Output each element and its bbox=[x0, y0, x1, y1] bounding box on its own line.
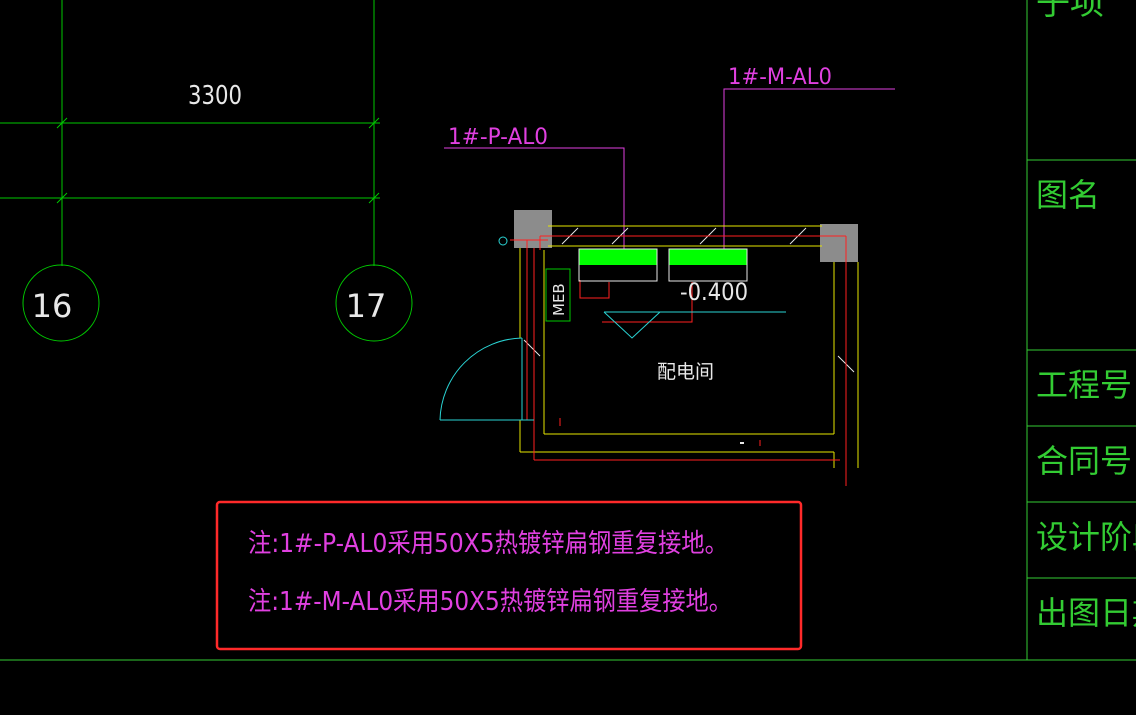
leader-p-al0-label: 1#-P-AL0 bbox=[448, 125, 548, 150]
title-block-frame bbox=[0, 0, 1136, 661]
title-block-project-number: 工程号 bbox=[1036, 366, 1132, 404]
leader-p-al0 bbox=[444, 147, 625, 250]
note-line-2: 注:1#-M-AL0采用50X5热镀锌扁钢重复接地。 bbox=[248, 587, 732, 617]
dimension-3300-label: 3300 bbox=[188, 81, 242, 111]
grid-tick-left bbox=[56, 192, 68, 204]
axis-bubble-17 bbox=[335, 264, 413, 342]
equipment-outlines bbox=[578, 248, 748, 282]
meb-box bbox=[545, 268, 571, 322]
door-swing bbox=[439, 337, 534, 421]
column-right bbox=[820, 224, 858, 262]
title-block-design-phase: 设计阶段 bbox=[1036, 518, 1136, 556]
axis-label-17: 17 bbox=[346, 287, 387, 325]
grounding-leaders bbox=[444, 88, 895, 250]
axis-bubble-16 bbox=[22, 264, 100, 342]
grid-tick-right bbox=[368, 192, 380, 204]
room-name-label: 配电间 bbox=[657, 361, 714, 383]
note-line-1: 注:1#-P-AL0采用50X5热镀锌扁钢重复接地。 bbox=[248, 529, 728, 559]
notes-highlight-box bbox=[215, 500, 803, 651]
leader-m-al0 bbox=[723, 88, 895, 250]
grounding-conductor-red bbox=[510, 235, 847, 486]
wall-gap bbox=[740, 442, 744, 444]
dimension-tick-right bbox=[368, 117, 380, 129]
title-block-top-fragment: 子项 bbox=[1036, 0, 1104, 23]
title-block-drawing-name: 图名 bbox=[1036, 176, 1100, 214]
column-left bbox=[514, 210, 552, 248]
axis-label-16: 16 bbox=[32, 287, 73, 325]
axis-grid bbox=[0, 0, 413, 342]
dimension-tick-left bbox=[56, 117, 68, 129]
equipment-panel-m bbox=[669, 249, 747, 265]
title-block-issue-date: 出图日期 bbox=[1036, 594, 1136, 632]
meb-label: MEB bbox=[550, 283, 568, 316]
equipment-panel-p bbox=[579, 249, 657, 265]
leader-m-al0-label: 1#-M-AL0 bbox=[728, 65, 832, 90]
elevation-label: -0.400 bbox=[680, 278, 748, 306]
elevation-marker bbox=[603, 311, 786, 339]
wall-lines-yellow bbox=[519, 225, 859, 468]
title-block-contract-number: 合同号 bbox=[1036, 442, 1132, 480]
grounding-point-marker bbox=[498, 236, 508, 246]
room-plan bbox=[439, 210, 859, 486]
